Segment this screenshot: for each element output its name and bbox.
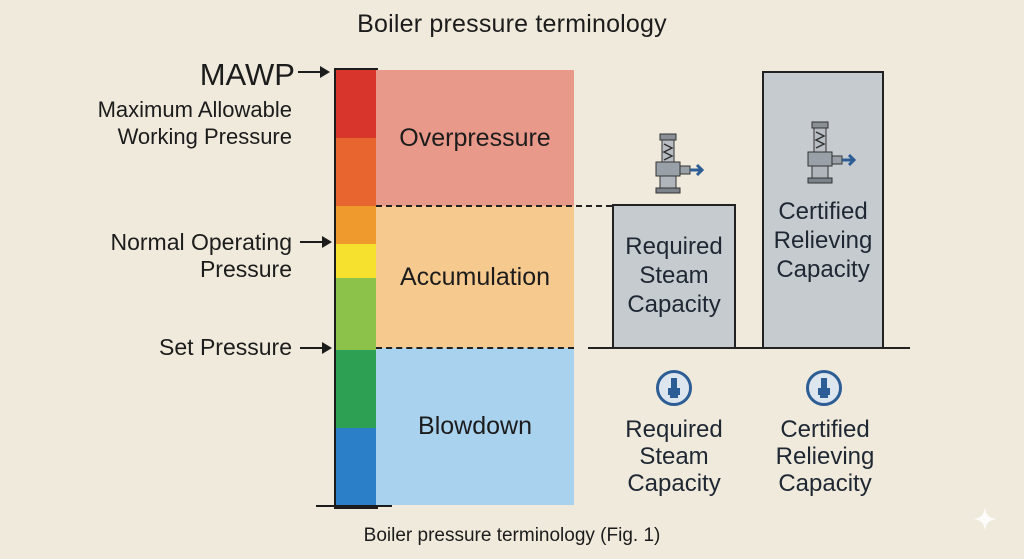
required-box-line2: Steam [639, 262, 709, 289]
mawp-label: MAWP [199, 57, 295, 92]
accumulation-top-dashed-line [376, 205, 612, 207]
scale-segment-orange [336, 206, 376, 244]
certified-box-line3: Capacity [776, 256, 870, 283]
diagram-title: Boiler pressure terminology [357, 10, 667, 38]
overpressure-label: Overpressure [399, 123, 551, 152]
scale-segment-orange-red [336, 138, 376, 206]
required-legend-line1: Required [625, 416, 723, 443]
mawp-description: Maximum Allowable Working Pressure [60, 96, 292, 150]
set-pressure-label: Set Pressure [159, 334, 292, 360]
certified-legend-line2: Relieving [775, 443, 875, 470]
scale-baseline [316, 505, 392, 507]
safety-valve-icon [655, 133, 704, 194]
mawp-description-line1: Maximum Allowable [97, 97, 292, 122]
sparkle-icon [973, 507, 997, 531]
certified-box-line2: Relieving [773, 227, 873, 254]
pressure-scale-bar [334, 68, 378, 509]
required-legend-line2: Steam [639, 443, 709, 470]
figure-caption: Boiler pressure terminology (Fig. 1) [363, 525, 661, 546]
nop-label-line1: Normal Operating [110, 229, 292, 255]
certified-box-line1: Certified [778, 198, 868, 225]
required-legend-line3: Capacity [627, 470, 721, 497]
certified-relieving-capacity-legend: Certified Relieving Capacity [750, 416, 900, 497]
accumulation-label: Accumulation [399, 262, 551, 291]
set-pressure-dashed-line [376, 347, 574, 349]
nop-label-line2: Pressure [199, 256, 292, 282]
required-box-line3: Capacity [627, 291, 721, 318]
mawp-description-line2: Working Pressure [117, 124, 292, 149]
certified-relieving-capacity-box: Certified Relieving Capacity [762, 71, 884, 349]
certified-legend-line3: Capacity [778, 470, 872, 497]
overpressure-zone: Overpressure [376, 70, 574, 206]
required-steam-capacity-box: Required Steam Capacity [612, 204, 736, 349]
blowdown-zone: Blowdown [376, 348, 574, 505]
nop-arrow [300, 236, 332, 248]
required-box-line1: Required [625, 233, 723, 260]
valve-bullet-icon [656, 370, 692, 406]
capacity-baseline [588, 347, 910, 349]
scale-segment-yellow [336, 244, 376, 278]
scale-segment-light-green [336, 278, 376, 350]
blowdown-label: Blowdown [418, 412, 532, 440]
scale-segment-green [336, 350, 376, 428]
normal-operating-pressure-label: Normal Operating Pressure [60, 229, 292, 283]
certified-legend-line1: Certified [780, 416, 870, 443]
safety-valve-icon [807, 121, 856, 184]
scale-segment-blue [336, 428, 376, 507]
accumulation-zone: Accumulation [376, 206, 574, 348]
set-pressure-arrow [300, 342, 332, 354]
scale-segment-red [336, 70, 376, 138]
valve-bullet-icon [806, 370, 842, 406]
required-steam-capacity-legend: Required Steam Capacity [604, 416, 744, 497]
mawp-arrow [298, 66, 330, 78]
